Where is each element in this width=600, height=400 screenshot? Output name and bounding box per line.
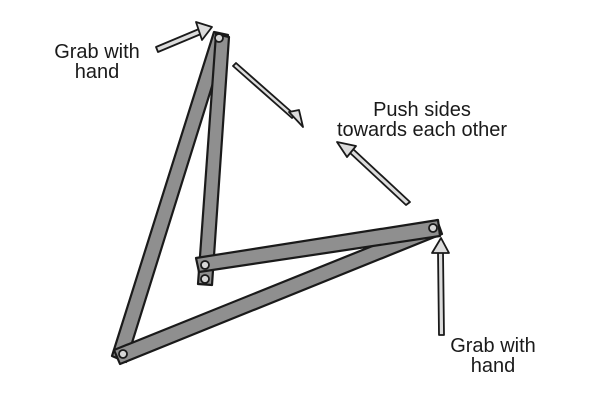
label-line: Grab with — [450, 335, 536, 357]
linkage-bar-long-bottom — [112, 218, 444, 366]
arrow-push-down-icon — [232, 62, 304, 128]
label-line: hand — [74, 61, 120, 83]
linkage-bar-inner-horizontal — [194, 218, 442, 274]
pivot-pin-top — [214, 33, 224, 43]
pivot-pin-right — [428, 223, 438, 233]
label-grab-with-hand-bottom: Grab with hand — [434, 336, 552, 376]
pivot-pin-bottom-left — [118, 349, 128, 359]
label-line: hand — [470, 355, 516, 377]
label-line: Push sides — [373, 99, 471, 121]
pivot-pin-inner-lower — [200, 274, 210, 284]
pivot-pin-inner-upper — [200, 260, 210, 270]
label-push-sides: Push sides towards each other — [312, 100, 532, 140]
arrow-grab-top-icon — [155, 21, 213, 53]
arrow-grab-bottom-icon — [431, 237, 450, 336]
label-line: towards each other — [336, 119, 508, 141]
label-line: Grab with — [54, 41, 140, 63]
arrow-push-up-icon — [336, 141, 411, 206]
linkage-bar-inner-vertical — [196, 32, 231, 287]
label-grab-with-hand-top: Grab with hand — [38, 42, 156, 82]
